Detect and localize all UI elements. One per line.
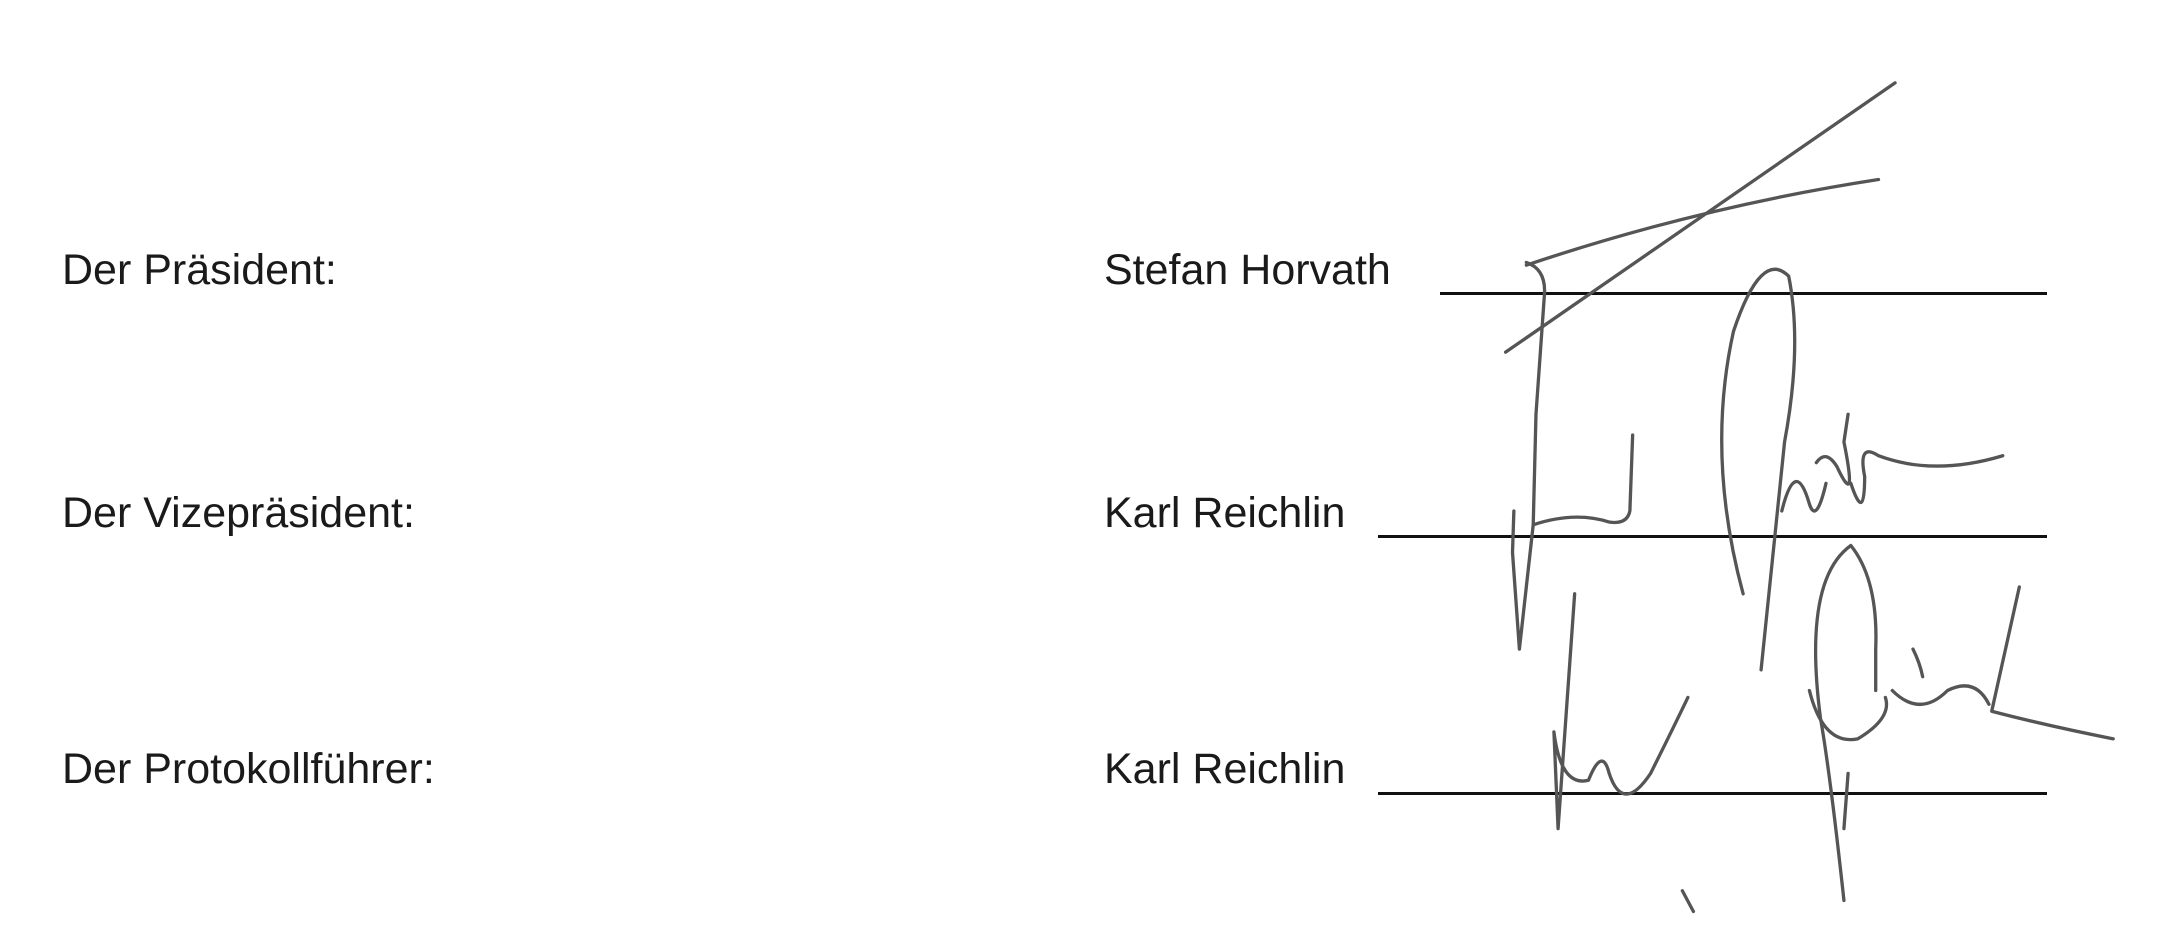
name-secretary: Karl Reichlin [1104,745,1346,793]
signature-reichlin [1552,543,2115,914]
signature-horvath [1503,81,2005,672]
signature-line-secretary [1378,792,2047,795]
name-vice-president: Karl Reichlin [1104,489,1346,537]
role-secretary: Der Protokollführer: [62,745,435,793]
role-president: Der Präsident: [62,246,337,294]
signature-line-vice-president [1378,535,2047,538]
name-president: Stefan Horvath [1104,246,1391,294]
signature-line-president [1440,292,2047,295]
role-vice-president: Der Vizepräsident: [62,489,415,537]
